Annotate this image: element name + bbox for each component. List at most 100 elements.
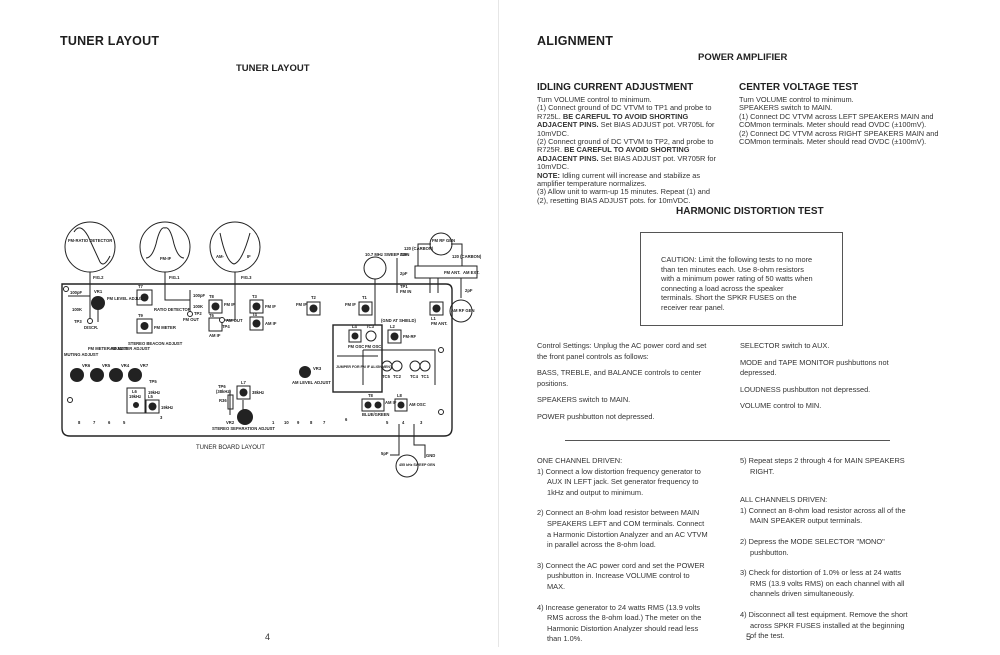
t1-coil (361, 304, 370, 313)
label-jumper: JUMPER FOR FM IF ALIGNMENT (336, 365, 393, 369)
label-t2: T2 (311, 295, 317, 300)
antenna-terminal-block (414, 265, 478, 279)
step-item: 1) Connect a low distortion frequency ge… (537, 466, 701, 497)
caution-box: CAUTION: Limit the following tests to no… (640, 232, 843, 326)
l7-coil (239, 388, 248, 397)
l2-coil (390, 332, 399, 341)
label-120-carbon-right: 120 (CARBON) (452, 254, 482, 259)
harmonic-heading: HARMONIC DISTORTION TEST (676, 206, 824, 217)
label-gnd-at-shield: (GND AT SHIELD) (381, 318, 416, 323)
svg-text:9: 9 (297, 420, 300, 425)
sweep-gen-10-7mhz (363, 256, 387, 280)
label-100k-b: 100K (193, 304, 203, 309)
one-channel-heading: ONE CHANNEL DRIVEN: (537, 456, 623, 465)
tc3-trimmer (365, 330, 377, 342)
l4-coil (351, 332, 359, 340)
label-t1-fm-if: FM IF (345, 302, 356, 307)
vr6-pot (70, 368, 84, 382)
label-vr7: VR7 (140, 363, 149, 368)
sweep-gen-455khz (395, 454, 419, 478)
vr4-pot (109, 368, 123, 382)
setting-item: POWER pushbutton not depressed. (537, 411, 655, 421)
label-120-carbon-left: 120 (CARBON) (404, 246, 434, 251)
label-tp6: TP6 (218, 384, 226, 389)
t6-coil (208, 317, 223, 332)
label-am-ext: AM EXT. (463, 270, 480, 275)
label-t9: T9 (138, 313, 144, 318)
label-tc2: TC2 (393, 374, 402, 379)
label-gnd: GND (426, 453, 435, 458)
setting-item: SELECTOR switch to AUX. (740, 341, 830, 350)
svg-text:5: 5 (386, 420, 389, 425)
setting-item: MODE and TAPE MONITOR pushbuttons not de… (740, 357, 889, 378)
all-channels-driven: 5) Repeat steps 2 through 4 for MAIN SPE… (740, 456, 912, 652)
step-item: 1) Connect an 8-ohm load resistor across… (740, 505, 906, 526)
label-tc1: TC1 (421, 374, 430, 379)
label-am: AM- (216, 254, 225, 259)
label-2pf: 2pF (400, 271, 408, 276)
label-tp2: TP2 (194, 311, 202, 316)
page-gutter (498, 0, 499, 647)
label-blue-green: BLUE/GREEN (362, 412, 389, 417)
tc4-trimmer (409, 360, 421, 372)
label-am-out: AM OUT (226, 318, 243, 323)
label-vr1: VR1 (94, 289, 103, 294)
label-muting-adjust: MUTING ADJUST (64, 352, 99, 357)
label-t4-am-if: AM IF (265, 321, 277, 326)
label-am-meter-adjust: AM METER ADJUST (110, 346, 151, 351)
waveform-am-if (219, 232, 251, 265)
step-item: 2) Connect an 8-ohm load resistor betwee… (537, 508, 708, 550)
svg-text:7: 7 (323, 420, 326, 425)
l1-coil (432, 304, 441, 313)
left-page-title: TUNER LAYOUT (60, 34, 160, 48)
label-100pf-b: 100pF (193, 293, 206, 298)
label-fm-ratio-detector: FM-RATIO DETECTOR (68, 238, 112, 243)
section-divider (565, 440, 890, 441)
label-l7: L7 (241, 380, 247, 385)
label-l5: L5 (148, 394, 154, 399)
label-455khz-sweep-gen: 455 kHz SWEEP GEN (399, 463, 435, 467)
vr1-pot (91, 296, 105, 310)
label-t8: T8 (209, 294, 215, 299)
label-am-if-b: AM IF (385, 400, 397, 405)
diagram-title: TUNER LAYOUT (236, 63, 310, 74)
label-vr3: VR3 (313, 366, 322, 371)
label-am-osc: AM OSC (409, 402, 426, 407)
l5-coil (148, 402, 157, 411)
tuner-board-outline (61, 283, 453, 437)
label-tc5: TC5 (382, 374, 391, 379)
label-t7: T7 (138, 284, 144, 289)
l6-coil (133, 402, 139, 408)
idling-step-3: (3) Allow unit to warm-up 15 minutes. Re… (537, 187, 710, 205)
label-tp4: TP4 (222, 324, 230, 329)
step-item: 4) Disconnect all test equipment. Remove… (740, 609, 908, 641)
diagram-caption: TUNER BOARD LAYOUT (196, 445, 265, 451)
label-l6: L6 (132, 389, 138, 394)
vr5-pot (90, 368, 104, 382)
vr2-pot (237, 409, 253, 425)
scope-fig3 (209, 221, 261, 273)
label-t6: T6 (209, 313, 215, 318)
scope-fig1 (139, 221, 191, 273)
label-2pf-b: 2pF (465, 288, 473, 293)
label-l5-freq: 19kHz (161, 405, 173, 410)
label-fm-ant: FM ANT. (444, 270, 460, 275)
label-t8-fm-if: FM IF (224, 302, 235, 307)
label-tc3-fm-osc: FM OSC (365, 344, 381, 349)
label-fm-meter: FM METER (154, 325, 176, 330)
t8b-coil (364, 401, 372, 409)
label-l4-fm-osc: FM OSC (348, 344, 364, 349)
t2-coil (309, 304, 318, 313)
label-tp5: TP5 (149, 379, 157, 384)
label-vr4: VR4 (121, 363, 130, 368)
svg-text:6: 6 (345, 417, 348, 422)
setting-item: LOUDNESS pushbutton not depressed. (740, 384, 871, 394)
center-voltage-text: Turn VOLUME control to minimum. SPEAKERS… (739, 95, 954, 146)
vr7-pot (128, 368, 142, 382)
svg-text:4: 4 (402, 420, 405, 425)
label-fig2: FIG.2 (93, 275, 104, 280)
label-tc4: TC4 (410, 374, 419, 379)
label-l1: L1 (431, 316, 437, 321)
tuner-board-diagram: FM-RATIO DETECTOR FIG.2 FM-IF FIG.1 AM- … (61, 221, 482, 478)
t8-coil (211, 302, 220, 311)
